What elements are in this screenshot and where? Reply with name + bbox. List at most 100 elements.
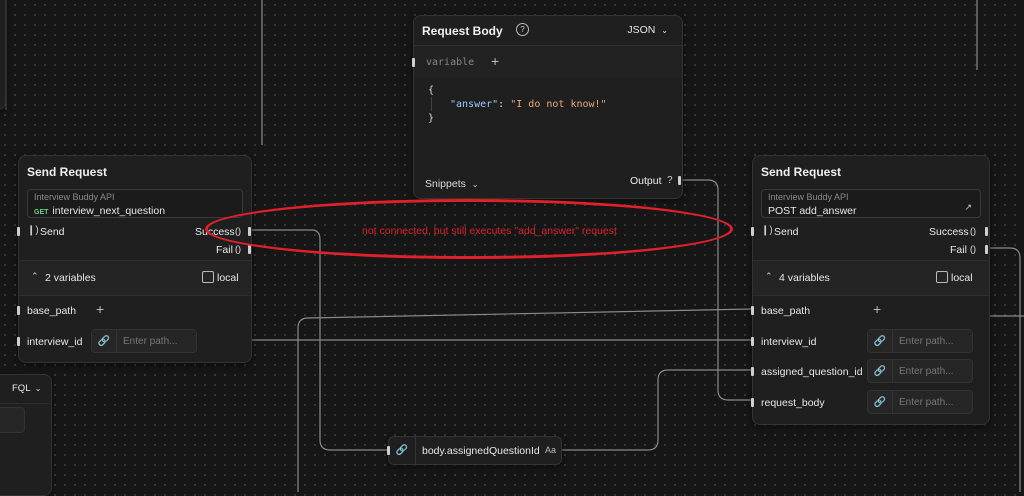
code-key: "answer" xyxy=(450,99,499,110)
code-line-key-value: "answer": "I do not know!" xyxy=(450,99,607,110)
node-partial-top-left xyxy=(0,0,6,110)
var-port[interactable] xyxy=(751,306,754,315)
code-indent-guide xyxy=(431,97,432,111)
code-separator: : xyxy=(498,99,505,110)
chevron-up-icon[interactable]: ⌃ xyxy=(765,271,773,281)
output-port[interactable] xyxy=(678,176,681,185)
send-request-node-right[interactable]: Send Request Interview Buddy API POST ad… xyxy=(751,155,990,425)
link-icon: 🔗 xyxy=(92,330,117,352)
api-request-selector[interactable]: Interview Buddy API POST add_answer ↗ xyxy=(761,189,981,218)
broadcast-icon: ❙) xyxy=(27,225,39,236)
variables-header[interactable]: ⌃ 2 variables local xyxy=(19,260,251,296)
send-label: Send xyxy=(40,226,65,238)
annotation-ellipse xyxy=(205,199,733,259)
chevron-up-icon[interactable]: ⌃ xyxy=(31,271,39,281)
var-port[interactable] xyxy=(751,337,754,346)
link-icon: 🔗 xyxy=(868,360,893,382)
path-input[interactable]: 🔗 Enter path... xyxy=(91,329,197,353)
request-body-title: Request Body xyxy=(422,24,503,38)
variable-row xyxy=(414,46,682,78)
fail-label: Fail xyxy=(216,244,233,256)
path-input[interactable]: 🔗 Enter path... xyxy=(867,359,973,383)
fail-port[interactable] xyxy=(248,245,251,254)
path-input[interactable]: 🔗 Enter path... xyxy=(867,390,973,414)
wire-fail-right xyxy=(988,247,1021,492)
add-path-icon[interactable]: + xyxy=(873,301,882,317)
request-name-text: interview_next_question xyxy=(52,205,166,217)
scope-label: local xyxy=(951,272,973,284)
fail-parens-icon: () xyxy=(235,244,241,254)
request-body-node[interactable]: Request Body ? JSON ⌄ variable + { "answ… xyxy=(412,15,683,199)
variables-count: 2 variables xyxy=(45,272,96,284)
http-method-badge: GET xyxy=(34,209,49,216)
var-port[interactable] xyxy=(751,398,754,407)
scope-label: local xyxy=(217,272,239,284)
chevron-down-icon: ⌄ xyxy=(661,26,668,35)
divider xyxy=(414,45,682,46)
link-icon: 🔗 xyxy=(868,330,893,352)
success-port[interactable] xyxy=(985,227,988,236)
send-port[interactable] xyxy=(17,227,20,236)
wire-success-to-path xyxy=(252,229,388,451)
broadcast-icon: ❙) xyxy=(761,225,773,236)
chevron-down-icon: ⌄ xyxy=(34,384,42,393)
output-label: Output xyxy=(630,175,662,187)
external-link-icon[interactable]: ↗ xyxy=(964,202,972,212)
path-placeholder: Enter path... xyxy=(123,336,178,347)
add-variable-icon[interactable]: + xyxy=(491,53,500,69)
var-port[interactable] xyxy=(17,306,20,315)
path-label: body.assignedQuestionId xyxy=(422,445,540,457)
fql-node[interactable]: FQL ⌄ xyxy=(0,374,52,496)
path-input[interactable]: 🔗 Enter path... xyxy=(867,329,973,353)
snippets-label: Snippets xyxy=(425,178,466,190)
add-path-icon[interactable]: + xyxy=(96,301,105,317)
var-name: base_path xyxy=(761,305,811,317)
fql-dropdown[interactable]: FQL ⌄ xyxy=(12,383,41,394)
api-name: Interview Buddy API xyxy=(768,192,849,202)
fail-label: Fail xyxy=(950,244,967,256)
snippets-dropdown[interactable]: Snippets ⌄ xyxy=(425,178,479,190)
divider xyxy=(0,403,51,404)
scope-icon xyxy=(202,271,214,283)
var-name: request_body xyxy=(761,397,825,409)
fail-parens-icon: () xyxy=(970,244,976,254)
send-port[interactable] xyxy=(751,227,754,236)
question-circle-icon[interactable]: ? xyxy=(516,23,529,36)
code-value: "I do not know!" xyxy=(510,99,607,110)
request-name: POST add_answer xyxy=(768,205,857,217)
send-request-title: Send Request xyxy=(761,165,842,179)
output-help-icon[interactable]: ? xyxy=(667,175,673,186)
path-input-port[interactable] xyxy=(387,446,390,455)
var-port[interactable] xyxy=(17,337,20,346)
var-name: interview_id xyxy=(761,336,817,348)
send-label: Send xyxy=(774,226,799,238)
annotation-text: not connected, but still executes "add_a… xyxy=(362,225,617,237)
variables-count: 4 variables xyxy=(779,272,830,284)
wire-path-to-question xyxy=(560,369,752,451)
fql-label: FQL xyxy=(12,383,31,394)
format-select[interactable]: JSON ⌄ xyxy=(627,24,668,36)
variables-header[interactable]: ⌃ 4 variables local xyxy=(753,260,989,296)
format-value: JSON xyxy=(627,24,656,36)
code-line-open: { xyxy=(428,85,435,96)
var-name: assigned_question_id xyxy=(761,366,863,378)
scope-icon xyxy=(936,271,948,283)
api-name: Interview Buddy API xyxy=(34,192,115,202)
path-node[interactable]: 🔗 body.assignedQuestionId Aa xyxy=(387,436,562,465)
link-icon: 🔗 xyxy=(389,437,416,464)
variable-port[interactable] xyxy=(412,58,415,67)
var-name: interview_id xyxy=(27,336,83,348)
success-parens-icon: () xyxy=(970,226,976,236)
send-request-title: Send Request xyxy=(27,165,108,179)
var-port[interactable] xyxy=(751,367,754,376)
fql-input[interactable] xyxy=(0,407,25,433)
link-icon: 🔗 xyxy=(868,391,893,413)
code-line-close: } xyxy=(428,113,435,124)
variable-label: variable xyxy=(426,57,475,68)
code-editor[interactable]: { "answer": "I do not know!" } xyxy=(428,85,668,165)
fail-port[interactable] xyxy=(985,245,988,254)
success-label: Success xyxy=(929,226,969,238)
